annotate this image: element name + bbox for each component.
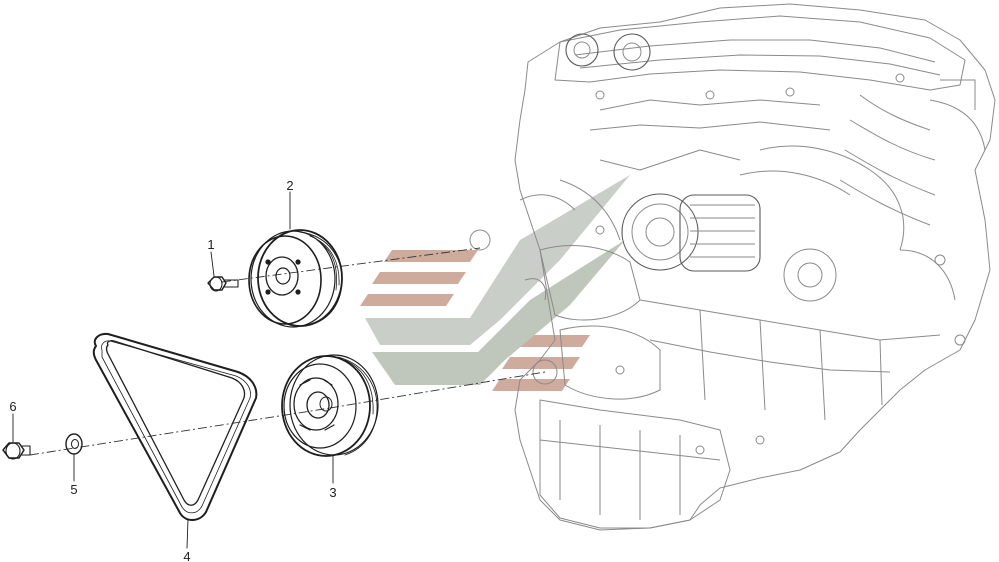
engine-assembly (469, 3, 996, 531)
pulley-bolt-part-1 (207, 276, 239, 292)
callout-4: 4 (183, 549, 190, 562)
callout-1: 1 (207, 237, 214, 252)
drive-belt-part-4 (92, 332, 258, 521)
callout-2: 2 (286, 178, 293, 193)
callout-leaders (12, 191, 334, 549)
washer-part-5 (65, 433, 83, 455)
watermark-logo (360, 175, 630, 391)
upper-pulley-part-2 (248, 229, 343, 328)
crank-bolt-part-6 (2, 442, 31, 460)
callout-3: 3 (329, 485, 336, 500)
callout-6: 6 (9, 399, 16, 414)
assembly-centerlines (29, 247, 546, 456)
callout-5: 5 (70, 482, 77, 497)
crankshaft-pulley-part-3 (281, 354, 379, 457)
